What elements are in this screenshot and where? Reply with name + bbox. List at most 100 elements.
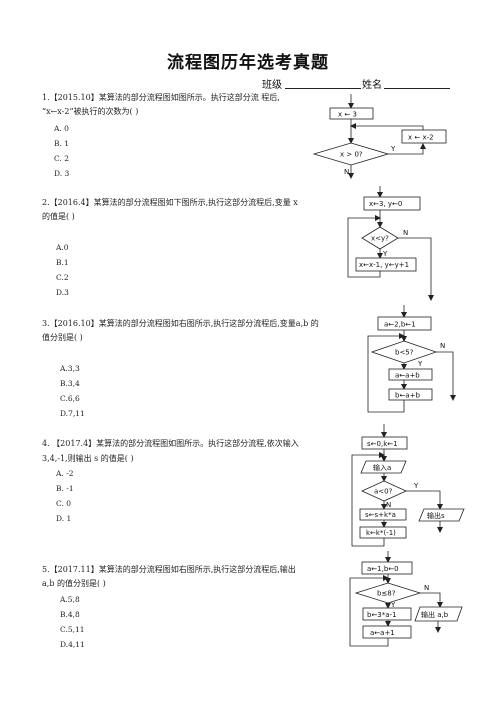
- question-2-option-a[interactable]: A.0: [56, 243, 69, 252]
- flowchart-2-labels: x←3, y←0 x<y? x←x-1, y←y+1 N Y: [359, 200, 409, 269]
- question-3-line2: 值分别是( ): [42, 333, 83, 342]
- fc4-loop-arrow: [351, 452, 385, 547]
- fc4-input: [360, 460, 407, 474]
- fc1-yes-arrow: [388, 143, 426, 155]
- fc5-cond-text: b≤8?: [377, 590, 396, 598]
- fc2-loop-arrow: [347, 215, 381, 278]
- fc4-output: [418, 508, 465, 522]
- fc1-box-init-text: x ← 3: [338, 111, 357, 119]
- fc3-box-b: [388, 388, 433, 401]
- question-2-option-d[interactable]: D.3: [56, 288, 69, 297]
- fc1-cond-text: x > 0?: [340, 151, 363, 159]
- fc1-box-update: [401, 129, 447, 144]
- fc1-loop-arrow: [350, 123, 424, 130]
- fc1-no-label: N: [344, 168, 349, 176]
- question-4-option-d[interactable]: D. 1: [56, 514, 72, 523]
- question-4-option-a[interactable]: A. -2: [56, 469, 74, 478]
- fc3-box-b-text: b←a+b: [395, 392, 420, 400]
- flowchart-1-labels: x ← 3 x ← x-2 x > 0? Y N: [338, 111, 434, 177]
- fc4-box-init: [361, 436, 408, 450]
- fc1-box-update-text: x ← x-2: [408, 134, 434, 142]
- fc3-no-label: N: [440, 342, 445, 350]
- fc5-yes-label: Y: [390, 601, 396, 609]
- flowchart-2: [347, 186, 434, 301]
- name-label: 姓名: [362, 80, 382, 91]
- fc5-no-label: N: [424, 584, 429, 592]
- fc1-box-init: [329, 107, 374, 120]
- fc2-box-update-text: x←x-1, y←y+1: [359, 261, 409, 269]
- fc2-box-init: [363, 196, 421, 211]
- fc3-no-arrow: [436, 351, 456, 401]
- question-5-line1: 5.【2017.11】某算法的部分流程图如右图所示,执行这部分流程后,输出: [42, 565, 296, 574]
- fc5-box-init: [361, 561, 413, 575]
- question-3-option-a[interactable]: A.3,3: [60, 364, 80, 373]
- flowchart-5: [349, 551, 463, 647]
- fc5-box-b: [362, 607, 412, 621]
- flowchart-5-labels: a←1,b←0 b≤8? b←3*a-1 a←a+1 输出 a,b N Y: [367, 565, 449, 637]
- fc4-yes-label: Y: [413, 482, 419, 490]
- fc2-no-label: N: [403, 229, 408, 237]
- question-1-line1: 1.【2015.10】某算法的部分流程图如图所示。执行这部分流 程后,: [42, 93, 280, 102]
- fc3-yes-label: Y: [417, 360, 423, 368]
- question-4-option-b[interactable]: B. -1: [56, 484, 74, 493]
- fc4-output-text: 输出s: [427, 511, 445, 520]
- fc4-box-s-text: s←s+k*a: [365, 511, 396, 519]
- fc5-loop-arrow: [349, 575, 389, 647]
- question-1-option-b[interactable]: B. 1: [54, 139, 70, 148]
- fc3-box-init: [377, 316, 432, 331]
- fc3-box-init-text: a←2,b←1: [384, 321, 416, 329]
- fc4-box-s: [359, 508, 407, 521]
- question-2-option-c[interactable]: C.2: [56, 273, 69, 282]
- question-3-option-b[interactable]: B.3,4: [60, 379, 80, 388]
- question-1-line2: “x←x-2”被执行的次数为( ): [42, 107, 139, 116]
- question-5-option-d[interactable]: D.4,11: [60, 640, 85, 649]
- fc4-no-label: N: [386, 501, 391, 509]
- question-3-option-d[interactable]: D.7,11: [60, 409, 85, 418]
- fc5-box-a-text: a←a+1: [370, 629, 395, 637]
- fc5-output: [414, 606, 463, 622]
- question-2-line2: 的值是( ): [42, 212, 75, 221]
- fc2-box-update: [355, 257, 417, 272]
- fc4-input-text: 输入a: [373, 463, 391, 472]
- question-3-option-c[interactable]: C.6,6: [60, 394, 80, 403]
- fc5-box-a: [362, 625, 412, 639]
- class-label: 班级: [262, 80, 282, 91]
- fc3-cond-text: b<5?: [395, 349, 414, 357]
- fc2-yes-label: Y: [382, 250, 388, 258]
- fc4-cond-text: a<0?: [374, 488, 393, 496]
- fc3-loop-arrow: [367, 333, 405, 413]
- flowchart-3: [367, 305, 456, 413]
- fc5-no-arrow: [420, 592, 443, 608]
- question-5-option-c[interactable]: C.5,11: [60, 625, 85, 634]
- class-blank[interactable]: [285, 88, 361, 89]
- fc3-box-a-text: a←a+b: [395, 372, 420, 380]
- question-4-line2: 3,4,-1,则输出 s 的值是( ): [42, 454, 134, 463]
- question-5-option-a[interactable]: A.5,8: [60, 595, 80, 604]
- flowchart-3-labels: a←2,b←1 b<5? a←a+b b←a+b N Y: [384, 321, 445, 400]
- fc4-box-k: [359, 526, 407, 539]
- fc4-box-init-text: s←0,k←1: [367, 440, 398, 448]
- question-1-option-d[interactable]: D. 3: [54, 169, 70, 178]
- fc4-yes-arrow: [406, 490, 443, 510]
- question-5-line2: a,b 的值分别是( ): [42, 579, 106, 588]
- fc1-yes-label: Y: [390, 145, 396, 153]
- fc5-box-init-text: a←1,b←0: [367, 565, 399, 573]
- fc2-no-arrow: [398, 237, 434, 301]
- page-title: 流程图历年选考真题: [167, 53, 329, 73]
- fc4-box-k-text: k←k*(-1): [366, 529, 396, 537]
- question-5-option-b[interactable]: B.4,8: [60, 610, 80, 619]
- fc5-output-text: 输出 a,b: [421, 610, 449, 619]
- question-2-option-b[interactable]: B.1: [56, 258, 69, 267]
- question-3-line1: 3.【2016.10】某算法的部分流程图如右图所示,执行这部分流程后,变量a,b…: [42, 319, 319, 328]
- question-4-option-c[interactable]: C. 0: [56, 499, 72, 508]
- question-1-option-a[interactable]: A. 0: [54, 124, 69, 133]
- question-2-line1: 2.【2016.4】某算法的部分流程图如下图所示,执行这部分流程后,变量 x: [42, 198, 298, 207]
- fc5-box-b-text: b←3*a-1: [367, 611, 397, 619]
- question-4-line1: 4. 【2017.4】某算法的部分流程图如图所示。执行这部分流程,依次输入: [42, 439, 299, 448]
- fc2-cond-text: x<y?: [371, 235, 389, 243]
- question-1-option-c[interactable]: C. 2: [54, 154, 70, 163]
- name-blank[interactable]: [384, 88, 450, 89]
- flowchart-4: [351, 424, 465, 547]
- flowchart-4-labels: s←0,k←1 输入a a<0? s←s+k*a k←k*(-1) 输出s Y …: [365, 440, 445, 537]
